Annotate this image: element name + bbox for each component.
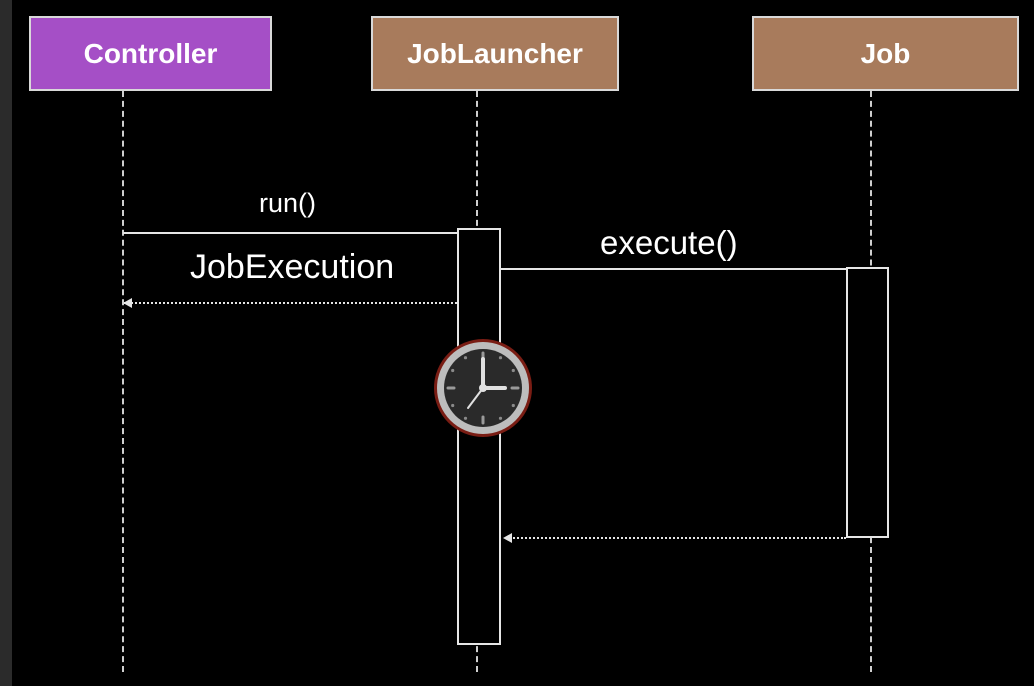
participant-job: Job [752,16,1019,91]
message-run-line [123,232,457,234]
participant-joblauncher-label: JobLauncher [407,37,583,69]
participant-controller-label: Controller [83,37,218,69]
message-jobexecution-label: JobExecution [190,248,395,286]
participant-controller: Controller [29,16,272,91]
participant-job-label: Job [860,37,911,69]
message-execute-label: execute() [600,224,738,261]
clock-icon [434,339,532,437]
lifeline-controller [122,91,124,672]
message-run-label: run() [259,188,317,218]
message-execute-line [501,268,846,270]
activation-job [846,267,889,538]
arrow-left-icon [503,533,512,543]
participant-joblauncher: JobLauncher [371,16,619,91]
sequence-diagram: Controller JobLauncher Job run() JobExec… [12,0,1034,686]
message-jobexecution-line [124,302,457,304]
message-job-return-line [510,537,846,539]
arrow-left-icon [123,298,132,308]
